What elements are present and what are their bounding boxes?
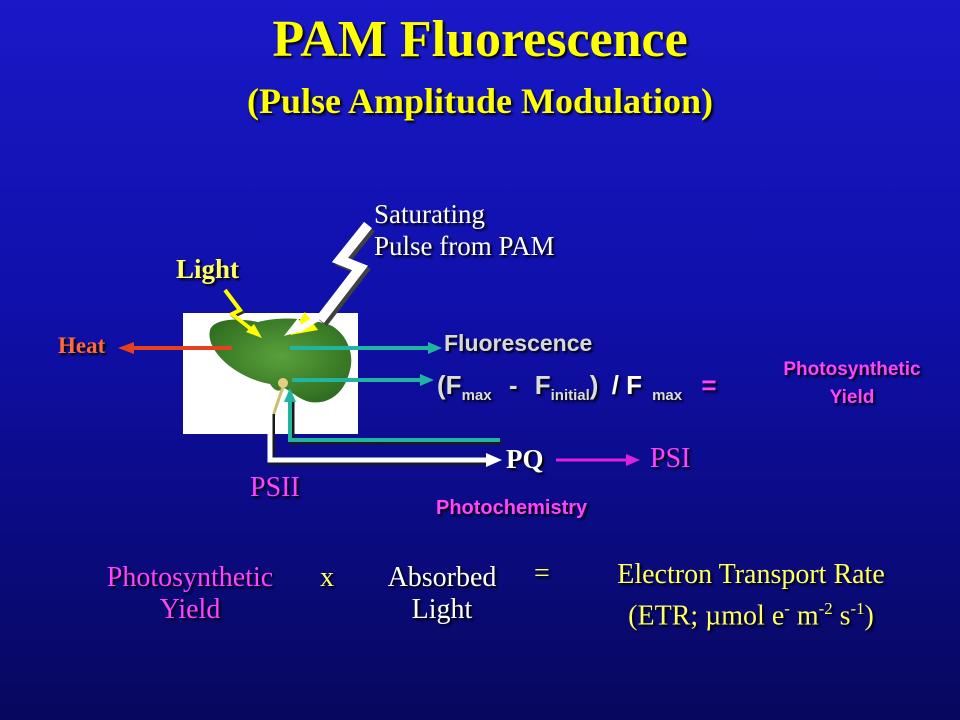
psii-label: PSII [250, 472, 300, 503]
pq-to-psi-arrow [556, 454, 640, 466]
formula-finitial: F [534, 370, 551, 400]
pq-label: PQ [506, 444, 544, 474]
formula-open-paren: ( [437, 370, 446, 400]
fluorescence-arrow [290, 342, 442, 354]
yield-line2: Yield [829, 387, 875, 408]
photochemistry-label: Photochemistry [436, 497, 588, 519]
etr-result-part-b: m [789, 600, 819, 632]
etr-result-part-a: (ETR; µmol e [628, 600, 785, 632]
etr-yield-line2: Yield [159, 594, 221, 625]
formula-arrow [292, 374, 434, 386]
fluorescence-label: Fluorescence [444, 330, 593, 356]
formula-minus: - [508, 370, 518, 400]
saturating-line1: Saturating [374, 199, 485, 229]
formula-fmax: F [445, 370, 462, 400]
etr-light-line1: Absorbed [387, 562, 497, 593]
yield-label: Photosynthetic Yield [762, 356, 942, 412]
etr-result-line1: Electron Transport Rate [617, 559, 885, 590]
etr-result: Electron Transport Rate (ETR; µmol e- m-… [592, 558, 910, 633]
saturating-pulse-bolt-icon [284, 221, 375, 336]
formula-divide: / [611, 370, 619, 400]
etr-term-light: Absorbed Light [372, 562, 512, 626]
etr-yield-line1: Photosynthetic [106, 562, 274, 593]
formula-equals: = [701, 370, 717, 400]
light-bolt-icon [223, 288, 262, 338]
etr-result-sup3: -1 [850, 599, 865, 618]
etr-light-line2: Light [411, 594, 473, 625]
saturating-pulse-label: Saturating Pulse from PAM [374, 198, 555, 262]
heat-arrow [118, 342, 232, 354]
formula-fmax-sub: max [461, 387, 492, 405]
formula-fmax2: F [626, 370, 643, 400]
yield-line1: Photosynthetic [783, 359, 921, 380]
formula-finitial-sub: initial [550, 387, 590, 405]
formula-fmax2-sub: max [652, 387, 683, 405]
etr-result-part-c: s [832, 600, 851, 632]
etr-result-sup2: -2 [818, 599, 833, 618]
page-subtitle: (Pulse Amplitude Modulation) [246, 81, 714, 121]
light-label: Light [176, 254, 240, 284]
formula-close-paren: ) [589, 370, 599, 400]
pq-return-arrow [284, 388, 502, 445]
etr-term-yield: Photosynthetic Yield [92, 562, 288, 626]
saturating-line2: Pulse from PAM [374, 231, 555, 261]
etr-result-line2: (ETR; µmol e- m-2 s-1) [592, 592, 910, 633]
page-title: PAM Fluorescence [272, 11, 688, 68]
heat-label: Heat [58, 333, 106, 358]
etr-result-sup1: - [784, 599, 790, 618]
leaf-icon [209, 318, 352, 429]
etr-equals: = [534, 558, 550, 589]
etr-times: x [320, 562, 334, 593]
psii-to-pq-arrow [267, 412, 502, 467]
psi-label: PSI [650, 443, 691, 474]
etr-result-part-d: ) [864, 600, 874, 632]
